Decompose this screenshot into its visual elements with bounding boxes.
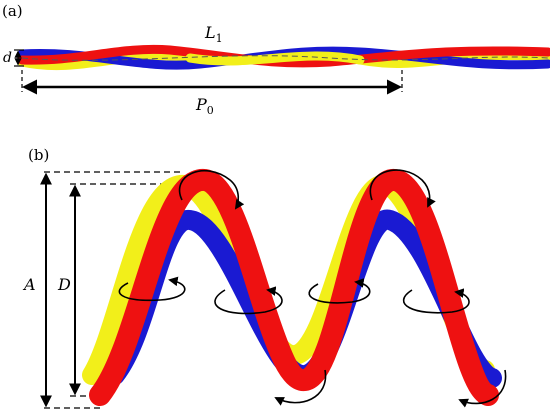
rotation-arrow-mid-2 [214, 286, 283, 315]
diameter-b-label: D [57, 275, 71, 294]
strand-red-wavy [89, 169, 499, 406]
rotation-arrow-mid-1 [118, 276, 186, 302]
rotation-arrow-top-1 [178, 169, 245, 210]
amplitude-label: A [22, 275, 36, 294]
rotation-arrows [118, 169, 507, 408]
twisted-strand-straight [17, 44, 550, 71]
panel-a-tag: (a) [2, 2, 23, 20]
centerline-dashed [21, 55, 549, 61]
length-label: L1 [204, 23, 223, 45]
pitch-label: P0 [195, 95, 214, 117]
rotation-arrow-bottom-1 [274, 369, 327, 406]
rotation-arrow-mid-4 [402, 288, 470, 314]
rotation-arrow-bottom-2 [458, 369, 507, 408]
strand-yellow-overlay [185, 51, 365, 66]
rotation-arrow-top-2 [369, 169, 436, 208]
panel-b-tag: (b) [28, 146, 49, 164]
rotation-arrow-mid-3 [308, 278, 371, 304]
diameter-label: d [3, 50, 12, 66]
twisted-strand-wavy [82, 169, 502, 406]
